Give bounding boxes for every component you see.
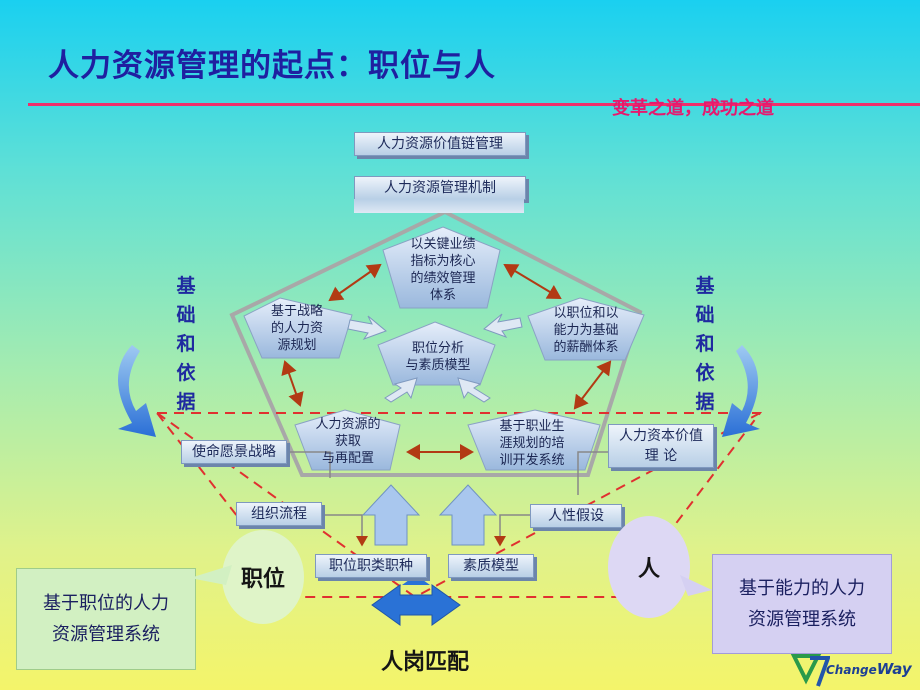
logo-text: ChangeWay (826, 660, 912, 678)
side-label-right: 基础和依据 (695, 275, 715, 413)
mechanism-box: 人力资源管理机制 (354, 176, 526, 200)
node-right-label: 以职位和以能力为基础的薪酬体系 (553, 306, 619, 355)
slogan: 变革之道，成功之道 (612, 98, 774, 119)
node-top-shape (382, 226, 501, 309)
side-label-left: 基础和依据 (176, 275, 196, 413)
logo-mark-icon (790, 654, 830, 687)
page-title: 人力资源管理的起点：职位与人 (48, 48, 496, 84)
person-circle: 人 (608, 516, 690, 618)
node-br-shape (467, 409, 601, 471)
human-nature-box: 人性假设 (530, 504, 622, 528)
job-family-box: 职位职类职种 (315, 554, 427, 578)
competency-box: 素质模型 (448, 554, 534, 578)
value-chain-box: 人力资源价值链管理 (354, 132, 526, 156)
center-arrow-br (457, 377, 491, 403)
curved-arrow-left (118, 345, 156, 437)
center-arrow-right (483, 313, 523, 338)
left-note: 基于职位的人力资源管理系统 (16, 568, 196, 670)
human-capital-box: 人力资本价值理 论 (608, 424, 714, 468)
mechanism-box-base (354, 199, 524, 213)
process-box: 组织流程 (236, 502, 322, 526)
node-br-label: 基于职业生涯规划的培训开发系统 (499, 419, 565, 468)
curved-arrow-right (722, 345, 760, 437)
node-center-label: 职位分析与素质模型 (405, 341, 471, 373)
node-top-label: 以关键业绩指标为核心的绩效管理体系 (410, 237, 476, 303)
up-arrow-left (361, 484, 421, 546)
pentagon-outline (229, 209, 643, 477)
node-left-label: 基于战略的人力资源规划 (270, 304, 323, 353)
title-divider (28, 103, 920, 106)
position-circle: 职位 (222, 530, 304, 624)
changeway-logo: ChangeWay (790, 650, 920, 690)
node-center-shape (377, 321, 496, 386)
match-label: 人岗匹配 (380, 649, 469, 675)
node-bl-label: 人力资源的获取与再配置 (315, 417, 381, 466)
match-arrow (371, 584, 461, 626)
center-arrow-bl (384, 377, 418, 403)
center-arrow-left (347, 315, 387, 340)
mission-box: 使命愿景战略 (181, 440, 287, 464)
up-arrow-right (438, 484, 498, 546)
node-bl-shape (294, 409, 401, 471)
right-note: 基于能力的人力资源管理系统 (712, 554, 892, 654)
node-right-shape (527, 297, 645, 361)
node-left-shape (243, 297, 353, 359)
